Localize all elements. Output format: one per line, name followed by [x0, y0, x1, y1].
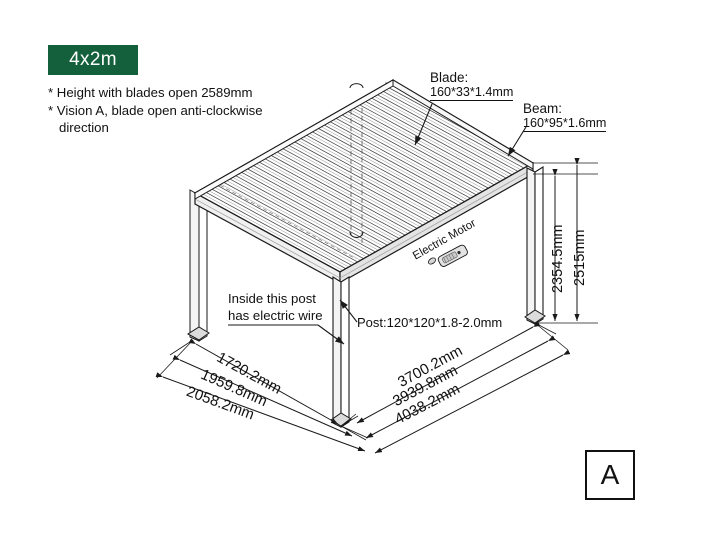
- callout-post-title: Post:120*120*1.8-2.0mm: [357, 315, 503, 330]
- callout-electric-wire: Inside this post has electric wire: [228, 291, 323, 324]
- pergola-structure: [187, 79, 546, 428]
- dimension-2354-5: 2354.5mm: [550, 224, 566, 293]
- callout-beam: Beam: 160*95*1.6mm: [523, 101, 607, 132]
- vertical-dimension-group: [533, 158, 598, 324]
- right-width-dimension-group: [340, 321, 571, 454]
- dimension-2515: 2515mm: [572, 229, 588, 286]
- post-front-centre: [330, 276, 352, 428]
- size-badge: 4x2m: [48, 45, 138, 75]
- callout-blade-spec: 160*33*1.4mm: [430, 85, 514, 101]
- left-depth-dimension-group: [155, 338, 367, 452]
- callout-beam-spec: 160*95*1.6mm: [523, 116, 607, 132]
- callout-blade: Blade: 160*33*1.4mm: [430, 70, 514, 101]
- callout-blade-title: Blade:: [430, 70, 469, 85]
- roof-assembly: [193, 79, 535, 285]
- post-front-right: [524, 166, 546, 325]
- view-tag-box: A: [585, 450, 635, 500]
- note-line-2: * Vision A, blade open anti-clockwise: [48, 102, 263, 118]
- note-line-3: direction: [59, 120, 109, 135]
- callout-electric-wire-line2: has electric wire: [228, 307, 323, 323]
- notes-block: * Height with blades open 2589mm * Visio…: [48, 84, 328, 137]
- electric-motor-icon: [427, 244, 468, 267]
- post-back-left: [187, 189, 210, 342]
- callout-electric-wire-line1: Inside this post: [228, 291, 316, 306]
- note-line-1: * Height with blades open 2589mm: [48, 85, 253, 100]
- callout-post: Post:120*120*1.8-2.0mm: [357, 315, 502, 331]
- callout-beam-title: Beam:: [523, 101, 563, 116]
